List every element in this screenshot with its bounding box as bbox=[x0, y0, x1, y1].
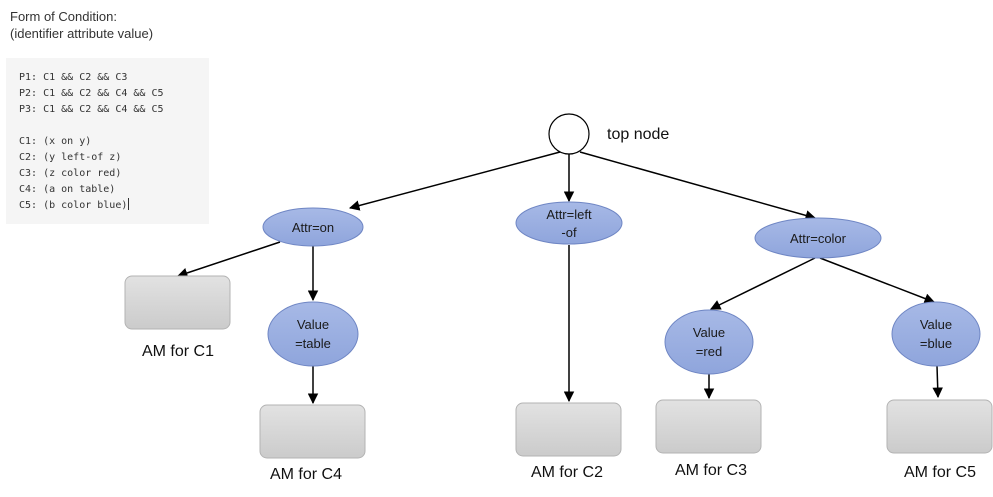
value-node-table[interactable]: Value =table bbox=[267, 301, 359, 367]
condition-line-c4: C4: (a on table) bbox=[19, 184, 116, 195]
production-line-p1: P1: C1 && C2 && C3 bbox=[19, 72, 128, 83]
edge-attr-color-to-value-blue bbox=[819, 257, 935, 304]
am-box-c5[interactable] bbox=[886, 399, 993, 454]
value-node-blue[interactable]: Value =blue bbox=[891, 301, 981, 367]
condition-line-c5: C5: (b color blue) bbox=[19, 198, 209, 214]
attr-node-left-of-label-line2: -of bbox=[561, 225, 577, 240]
value-node-red[interactable]: Value =red bbox=[664, 309, 754, 375]
am-label-c2: AM for C2 bbox=[531, 464, 603, 481]
value-node-table-label-line1: Value bbox=[297, 317, 329, 332]
condition-line-c2: C2: (y left-of z) bbox=[19, 152, 122, 163]
edge-top-to-attr-color bbox=[579, 151, 817, 221]
condition-line-c1: C1: (x on y) bbox=[19, 136, 92, 147]
header-subtitle: (identifier attribute value) bbox=[10, 26, 154, 41]
edge-top-to-attr-on bbox=[348, 151, 561, 211]
value-node-table-label-line2: =table bbox=[295, 336, 331, 351]
production-line-p3: P3: C1 && C2 && C4 && C5 bbox=[19, 104, 164, 115]
edge-attr-color-to-value-red bbox=[710, 257, 816, 310]
value-node-red-label-line1: Value bbox=[693, 325, 725, 340]
production-line-p2: P2: C1 && C2 && C4 && C5 bbox=[19, 88, 164, 99]
value-node-blue-label-line2: =blue bbox=[920, 336, 952, 351]
condition-line-c5-text: C5: (b color blue) bbox=[19, 200, 128, 211]
value-node-blue-label-line1: Value bbox=[920, 317, 952, 332]
top-node-label: top node bbox=[607, 126, 669, 143]
text-caret bbox=[128, 198, 130, 210]
am-label-c1: AM for C1 bbox=[142, 343, 214, 360]
edge-value-blue-to-am-c5 bbox=[932, 365, 943, 399]
condition-line-c3: C3: (z color red) bbox=[19, 168, 122, 179]
attr-node-on[interactable]: Attr=on bbox=[262, 207, 364, 247]
am-label-c5: AM for C5 bbox=[904, 464, 976, 481]
edge-attr-on-to-am-c1 bbox=[177, 241, 281, 278]
am-box-c4[interactable] bbox=[259, 404, 366, 459]
rules-code-block[interactable]: P1: C1 && C2 && C3 P2: C1 && C2 && C4 &&… bbox=[6, 58, 209, 224]
am-label-c4: AM for C4 bbox=[270, 466, 342, 483]
attr-node-left-of-label-line1: Attr=left bbox=[546, 207, 592, 222]
attr-node-color-label: Attr=color bbox=[790, 231, 847, 246]
am-box-c1[interactable] bbox=[124, 275, 231, 330]
value-node-red-label-line2: =red bbox=[696, 344, 722, 359]
attr-node-on-label: Attr=on bbox=[292, 220, 334, 235]
top-node[interactable] bbox=[548, 113, 590, 155]
header-title: Form of Condition: bbox=[10, 9, 117, 24]
am-label-c3: AM for C3 bbox=[675, 462, 747, 479]
condition-form-header: Form of Condition: (identifier attribute… bbox=[10, 8, 153, 42]
am-box-c2[interactable] bbox=[515, 402, 622, 457]
attr-node-color[interactable]: Attr=color bbox=[754, 217, 882, 259]
attr-node-left-of[interactable]: Attr=left -of bbox=[515, 201, 623, 245]
am-box-c3[interactable] bbox=[655, 399, 762, 454]
